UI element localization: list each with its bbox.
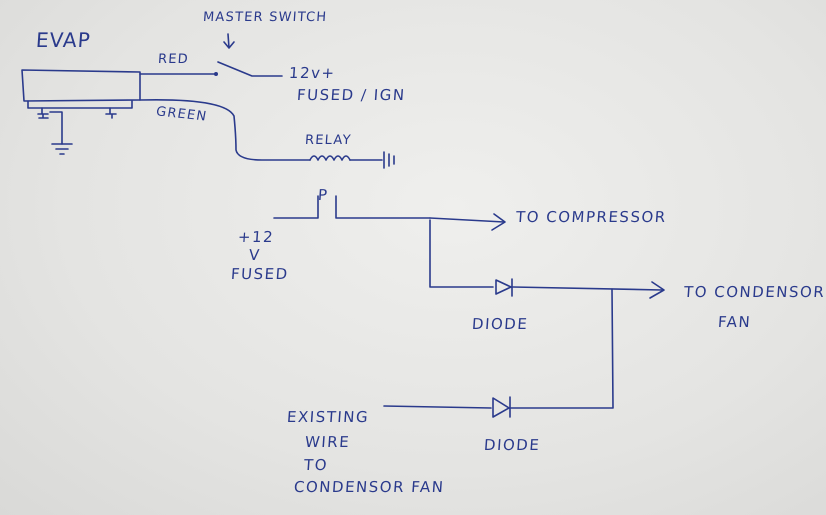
to-condensor-label-line1: TO CONDENSOR [683, 283, 826, 301]
supply-fused-label-line1: +12 [237, 228, 275, 246]
diode-1-label: DIODE [471, 315, 529, 333]
diode-2-symbol [492, 396, 511, 418]
to-compressor-wire [429, 217, 505, 223]
red-wire-label: RED [157, 52, 190, 67]
evap-box [21, 69, 141, 102]
relay-output-wire [335, 195, 431, 219]
ground-icon [51, 143, 73, 155]
existing-wire [383, 405, 492, 409]
master-switch-label: MASTER SWITCH [202, 10, 328, 25]
existing-label-line4: CONDENSOR FAN [293, 478, 446, 496]
existing-label-line2: WIRE [304, 433, 351, 451]
evap-fitting-left [37, 107, 49, 119]
fused-12v-wire [273, 195, 319, 219]
to-condensor-label-line2: FAN [717, 313, 752, 331]
to-condensor-arrow [649, 281, 665, 299]
supply-fused-label-line3: FUSED [230, 265, 290, 283]
diode-1-symbol [495, 278, 513, 297]
switch-terminal [214, 72, 218, 76]
master-switch-arrow [223, 33, 235, 49]
evap-label: EVAP [35, 28, 92, 52]
diode-2-label: DIODE [483, 436, 541, 454]
existing-label-line3: TO [303, 456, 329, 474]
branch-wire [429, 219, 494, 288]
evap-fitting-right [105, 107, 117, 119]
to-compressor-label: TO COMPRESSOR [515, 208, 668, 226]
master-switch-blade [217, 61, 283, 77]
supply-ign-label-line2: FUSED / IGN [296, 86, 407, 104]
relay-contact-label: P [317, 186, 330, 204]
to-compressor-arrow [491, 213, 506, 231]
relay-coil [309, 155, 351, 161]
supply-fused-label-line2: V [248, 246, 262, 264]
supply-ign-label-line1: 12v+ [288, 64, 337, 82]
existing-label-line1: EXISTING [286, 408, 370, 426]
green-wire [139, 99, 311, 161]
to-condensor-wire [512, 286, 663, 291]
relay-ground-icon [383, 151, 395, 169]
evap-ground [37, 107, 117, 155]
evaporator-unit [21, 69, 141, 109]
evap-box-base [27, 100, 133, 109]
ground-lead [49, 111, 63, 145]
relay-label: RELAY [304, 133, 353, 148]
diode-2-return-wire [510, 288, 614, 409]
